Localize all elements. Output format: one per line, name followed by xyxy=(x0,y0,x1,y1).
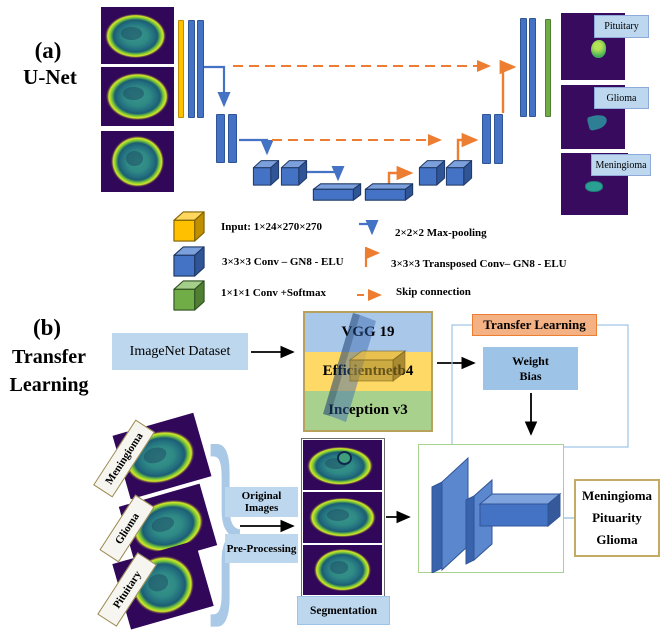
enc3-conv-cube xyxy=(252,160,280,186)
output-class-glioma: Glioma xyxy=(596,532,638,547)
dec3-conv-cube xyxy=(445,160,473,186)
backbone-vgg19: VGG 19 xyxy=(305,313,431,352)
segmented-mri-1 xyxy=(303,440,382,490)
original-images-box: Original Images xyxy=(225,487,298,517)
input-layer-bar xyxy=(178,20,184,118)
legend-maxpool-label: 2×2×2 Max-pooling xyxy=(395,227,487,239)
upconv-arrow-2 xyxy=(456,132,479,160)
legend-skip-label: Skip connection xyxy=(396,286,471,298)
tumor-highlight-circle xyxy=(337,451,352,465)
output-class-meningioma: Meningioma xyxy=(581,488,653,503)
segmentation-label-box: Segmentation xyxy=(297,596,390,625)
enc1-conv-bar xyxy=(197,20,204,118)
brain-shape xyxy=(103,13,167,59)
mask-label-pituitary: Pituitary xyxy=(594,15,649,38)
legend-input-cube-icon xyxy=(173,211,205,242)
weight-bias-box: Weight Bias xyxy=(483,347,578,390)
segmented-mri-3 xyxy=(303,545,382,595)
brain-shape xyxy=(105,72,170,121)
transfer-learning-box: Transfer Learning xyxy=(472,314,597,336)
input-mri-coronal xyxy=(101,131,174,192)
segmented-mri-column xyxy=(301,438,385,597)
upconv-arrow-1 xyxy=(387,165,414,186)
backbone-3d-slab-overlay xyxy=(323,313,407,422)
pre-processing-box: Pre-Processing xyxy=(225,534,298,563)
dec2-conv-bar xyxy=(482,114,491,164)
mask-label-meningioma: Meningioma xyxy=(591,154,651,176)
mask-label-glioma: Glioma xyxy=(594,87,649,109)
imagenet-dataset-box: ImageNet Dataset xyxy=(112,333,248,370)
softmax-layer-bar xyxy=(545,19,551,117)
glioma-tumor-blob xyxy=(586,112,609,132)
brain-shape xyxy=(110,134,165,189)
segmented-mri-2 xyxy=(303,492,382,543)
input-mri-axial xyxy=(101,7,174,64)
dec2-conv-bar xyxy=(494,114,503,164)
panel-a-tag: (a) xyxy=(34,38,62,63)
maxpool-arrow-3 xyxy=(306,165,345,182)
legend-input-label: Input: 1×24×270×270 xyxy=(221,221,323,233)
panel-b-title-line1: Transfer xyxy=(11,345,87,368)
legend-transposed-arrow-icon xyxy=(364,247,381,267)
enc1-conv-bar xyxy=(188,20,195,118)
brain-shape xyxy=(307,496,378,539)
panel-b-title-line2: Learning xyxy=(9,373,89,396)
dec1-conv-bar xyxy=(529,18,536,117)
upconv-arrow-3 xyxy=(499,59,517,113)
input-mri-sagittal xyxy=(101,67,174,126)
legend-maxpool-arrow-icon xyxy=(359,220,379,236)
maxpool-arrow-1 xyxy=(204,65,231,108)
grouping-brace: } xyxy=(209,409,242,628)
dec3-conv-cube xyxy=(418,160,446,186)
pituitary-tumor-blob xyxy=(591,40,606,58)
enc2-conv-bar xyxy=(216,114,225,163)
legend-softmax-label: 1×1×1 Conv +Softmax xyxy=(221,287,326,299)
legend-transposed-label: 3×3×3 Transposed Conv– GN8 - ELU xyxy=(391,258,567,270)
weight-label: Weight xyxy=(512,353,549,368)
enc2-conv-bar xyxy=(228,114,237,163)
panel-a-title: U-Net xyxy=(23,64,77,89)
panel-b-tag: (b) xyxy=(32,315,62,340)
output-class-pituarity: Pituarity xyxy=(592,510,642,525)
classification-output-box: Meningioma Pituarity Glioma xyxy=(574,479,660,557)
bottleneck-slab xyxy=(312,183,362,201)
legend-conv-cube-icon xyxy=(173,246,205,277)
legend-softmax-cube-icon xyxy=(173,280,205,311)
legend-conv-label: 3×3×3 Conv – GN8 - ELU xyxy=(222,256,344,268)
dec1-conv-bar xyxy=(520,18,527,117)
enc3-conv-cube xyxy=(280,160,308,186)
meningioma-tumor-blob xyxy=(585,181,603,192)
brain-shape xyxy=(313,548,372,592)
network-3d-slabs xyxy=(431,456,562,573)
legend-skip-arrow-icon xyxy=(357,289,382,301)
bottleneck-slab xyxy=(364,183,414,201)
bias-label: Bias xyxy=(519,368,542,383)
maxpool-arrow-2 xyxy=(239,138,274,156)
